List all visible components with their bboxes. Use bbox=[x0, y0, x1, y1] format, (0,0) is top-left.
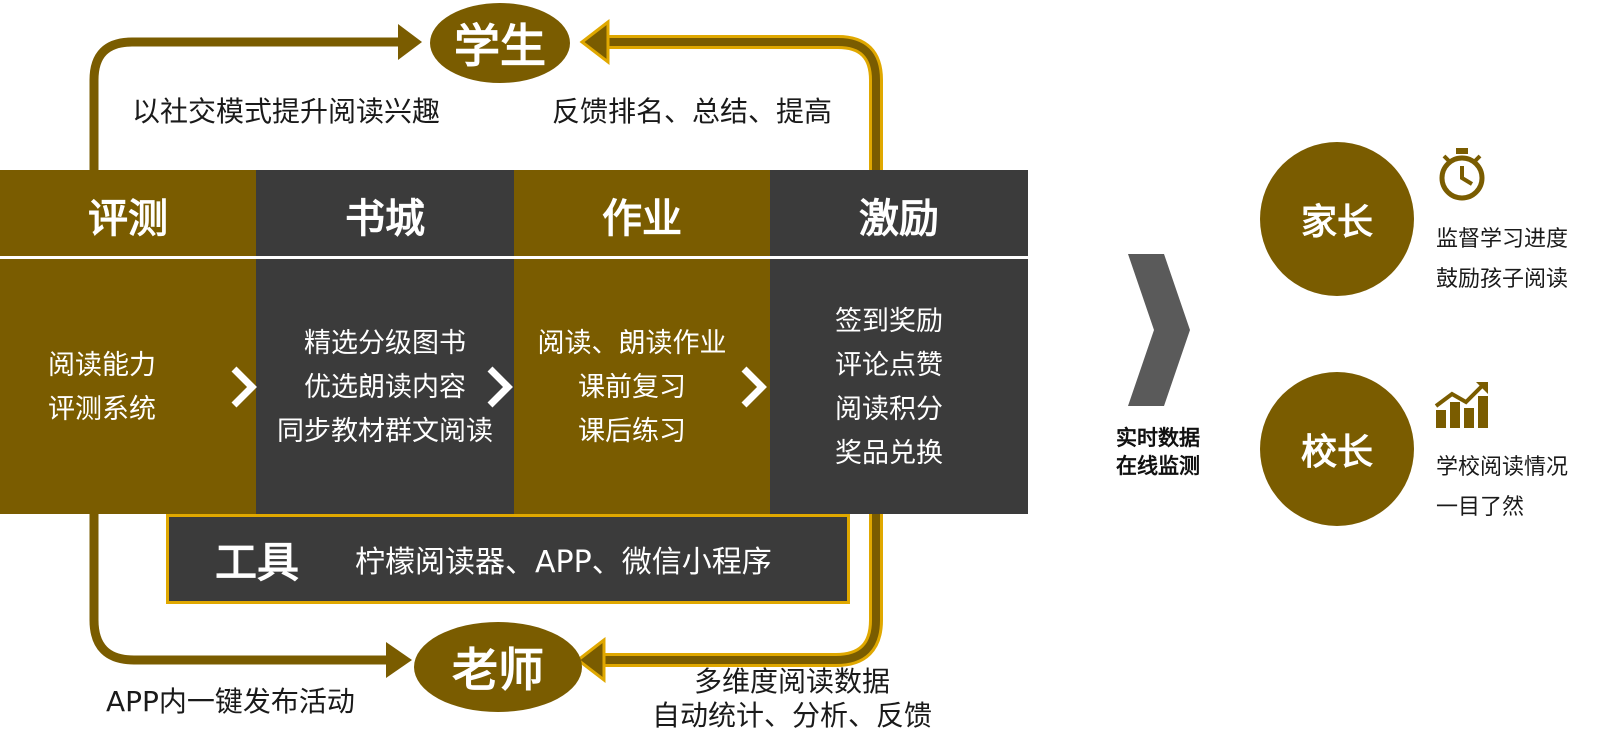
column-item: 优选朗读内容 bbox=[304, 372, 466, 403]
caption-top-left: 以社交模式提升阅读兴趣 bbox=[132, 95, 441, 128]
column-bookstore: 书城 精选分级图书 优选朗读内容 同步教材群文阅读 bbox=[256, 170, 514, 514]
big-chevron-icon bbox=[1128, 254, 1190, 406]
monitor-line: 在线监测 bbox=[1116, 454, 1200, 478]
teacher-oval: 老师 bbox=[414, 622, 582, 712]
role-parent-text: 监督学习进度 鼓励孩子阅读 bbox=[1436, 220, 1568, 300]
stopwatch-icon bbox=[1439, 148, 1485, 201]
caption-top-right: 反馈排名、总结、提高 bbox=[552, 95, 833, 128]
tools-bar: 工具 柠檬阅读器、APP、微信小程序 bbox=[166, 514, 850, 604]
column-item: 签到奖励 bbox=[835, 306, 943, 337]
arrowhead-teacher-left bbox=[386, 642, 412, 678]
column-item: 课后练习 bbox=[578, 416, 686, 447]
role-name: 校长 bbox=[1300, 432, 1373, 473]
teacher-label: 老师 bbox=[452, 643, 544, 697]
tools-text: 柠檬阅读器、APP、微信小程序 bbox=[355, 545, 772, 580]
student-label: 学生 bbox=[454, 19, 546, 73]
column-items: 签到奖励 评论点赞 阅读积分 奖品兑换 bbox=[770, 262, 1028, 514]
column-incentive: 激励 签到奖励 评论点赞 阅读积分 奖品兑换 bbox=[770, 170, 1028, 514]
column-items: 阅读、朗读作业 课前复习 课后练习 bbox=[514, 262, 770, 514]
arrowhead-student-left bbox=[398, 24, 422, 60]
column-item: 阅读、朗读作业 bbox=[537, 328, 727, 359]
role-line: 学校阅读情况 bbox=[1436, 455, 1569, 480]
role-name: 家长 bbox=[1300, 202, 1373, 243]
role-line: 一目了然 bbox=[1436, 495, 1525, 520]
chevron-right-icon bbox=[231, 366, 257, 408]
column-item: 奖品兑换 bbox=[835, 438, 943, 469]
growth-chart-icon bbox=[1434, 382, 1488, 428]
arrow-to-teacher-left bbox=[89, 512, 390, 665]
role-principal-text: 学校阅读情况 一目了然 bbox=[1436, 448, 1568, 528]
column-item: 课前复习 bbox=[578, 372, 686, 403]
header-divider bbox=[0, 256, 1028, 259]
column-item: 精选分级图书 bbox=[304, 328, 466, 359]
column-item: 评测系统 bbox=[48, 394, 156, 425]
monitor-line: 实时数据 bbox=[1116, 426, 1200, 450]
student-oval: 学生 bbox=[430, 3, 570, 83]
caption-bottom-right-1: 多维度阅读数据 bbox=[694, 665, 891, 698]
caption-bottom-right-2: 自动统计、分析、反馈 bbox=[652, 699, 933, 732]
column-title: 书城 bbox=[345, 196, 425, 242]
arrowhead-teacher-right bbox=[575, 636, 606, 684]
column-title: 评测 bbox=[88, 196, 168, 242]
role-principal-circle: 校长 bbox=[1260, 372, 1414, 526]
column-item: 阅读能力 bbox=[48, 350, 156, 381]
column-title: 激励 bbox=[859, 196, 939, 242]
tools-title: 工具 bbox=[215, 537, 300, 587]
column-items: 阅读能力 评测系统 bbox=[0, 262, 256, 514]
role-line: 鼓励孩子阅读 bbox=[1436, 267, 1569, 292]
chevron-right-icon bbox=[741, 366, 767, 408]
arrow-to-student-left bbox=[89, 37, 400, 172]
column-item: 评论点赞 bbox=[835, 350, 943, 381]
role-line: 监督学习进度 bbox=[1436, 227, 1569, 252]
monitor-label: 实时数据 在线监测 bbox=[1098, 424, 1218, 480]
column-homework: 作业 阅读、朗读作业 课前复习 课后练习 bbox=[514, 170, 770, 514]
role-parent-circle: 家长 bbox=[1260, 142, 1414, 296]
column-item: 同步教材群文阅读 bbox=[277, 416, 493, 447]
column-item: 阅读积分 bbox=[835, 394, 943, 425]
arrowhead-student-right bbox=[579, 18, 610, 66]
column-assessment: 评测 阅读能力 评测系统 bbox=[0, 170, 256, 514]
column-title: 作业 bbox=[602, 196, 682, 242]
chevron-right-icon bbox=[487, 366, 513, 408]
column-items: 精选分级图书 优选朗读内容 同步教材群文阅读 bbox=[256, 262, 514, 514]
caption-bottom-left: APP内一键发布活动 bbox=[106, 685, 355, 718]
